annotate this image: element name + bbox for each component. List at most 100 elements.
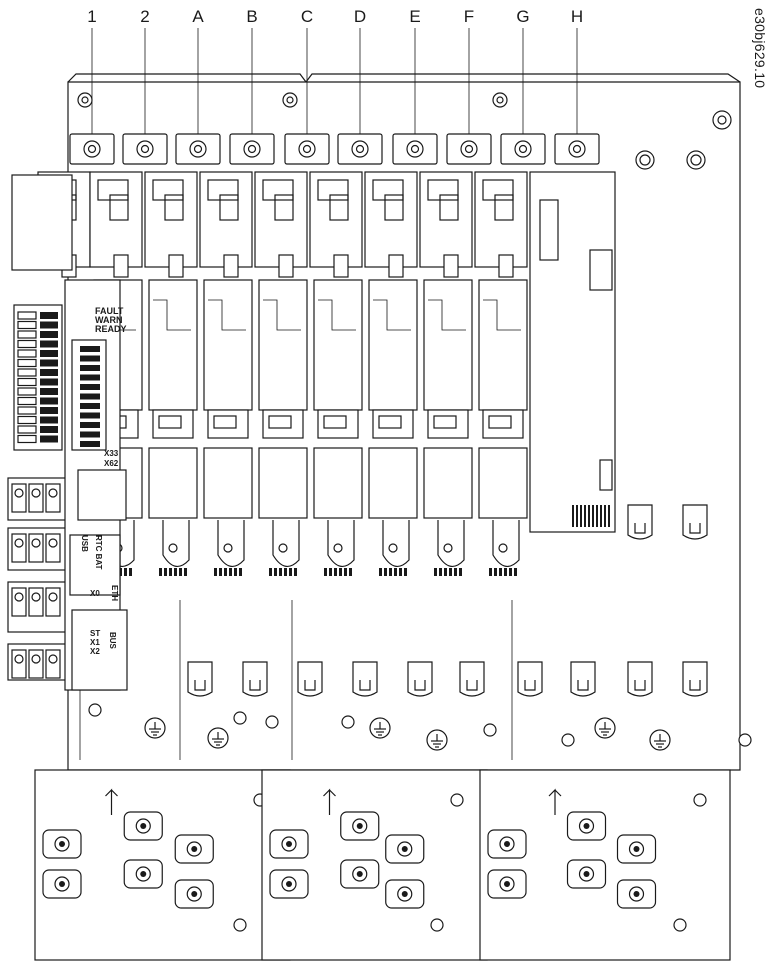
- clamp: [297, 661, 323, 697]
- option-module: [254, 171, 308, 576]
- slot-label-1: 1: [87, 7, 96, 26]
- screw-head: [140, 144, 150, 154]
- clamp-slot: [304, 680, 316, 691]
- arrow-up-icon: [548, 788, 562, 815]
- arrow-up-icon: [323, 788, 336, 815]
- control-terminal: [80, 384, 100, 390]
- terminal-screw: [40, 340, 58, 348]
- screw-head: [410, 144, 420, 154]
- ground-icon: [649, 729, 671, 751]
- slot-label-b: B: [246, 7, 257, 26]
- control-terminal: [80, 403, 100, 409]
- control-terminal: [80, 346, 100, 352]
- ground-icon: [594, 717, 616, 739]
- screw-head: [518, 144, 528, 154]
- terminal-screw: [40, 321, 58, 329]
- option-module: [199, 171, 253, 576]
- option-module: [474, 171, 528, 576]
- plug-connector: [45, 483, 61, 513]
- screw-head: [355, 144, 365, 154]
- mounting-hole: [341, 715, 355, 729]
- plug-screw: [48, 654, 58, 664]
- option-slot-screws: [69, 133, 600, 165]
- x0-label: X0: [90, 589, 100, 598]
- plug-screw: [14, 488, 24, 498]
- clamp-screw-head: [583, 871, 590, 877]
- clamp-slot: [634, 523, 646, 534]
- screw: [298, 140, 316, 158]
- x33-label: X33: [104, 449, 119, 458]
- plug-screw: [14, 592, 24, 602]
- plug-connector: [28, 533, 44, 563]
- terminal: [17, 368, 37, 377]
- led-warn-label: WARN: [95, 315, 123, 325]
- screw: [351, 140, 369, 158]
- clamp-screw-head: [356, 871, 363, 877]
- screw-head: [87, 144, 97, 154]
- clamp-slot: [634, 680, 646, 691]
- eth-label: ETH: [110, 585, 119, 601]
- clamp-slot: [689, 680, 701, 691]
- control-terminal: [80, 441, 100, 447]
- terminal-screw: [40, 378, 58, 386]
- clamp-screw-head: [191, 891, 198, 897]
- terminal: [17, 320, 37, 330]
- terminal-screw: [40, 312, 58, 319]
- arrow-up-icon: [105, 788, 118, 815]
- clamp-slot: [689, 523, 701, 534]
- control-terminal: [80, 355, 100, 362]
- terminal: [17, 387, 37, 396]
- terminal: [17, 330, 37, 339]
- rtc-bat-label: RTC BAT: [94, 535, 103, 570]
- option-module: [309, 171, 363, 576]
- ground-icon: [426, 729, 448, 751]
- plug-screw: [31, 654, 41, 664]
- clamp: [242, 661, 268, 697]
- terminal: [17, 425, 37, 434]
- screw: [514, 140, 532, 158]
- ground-icon: [207, 727, 229, 749]
- mounting-hole: [483, 723, 497, 737]
- x62-label: X62: [104, 459, 119, 468]
- mounting-hole: [450, 793, 464, 807]
- clamp-screw-head: [401, 846, 408, 852]
- terminal-screw: [40, 435, 58, 443]
- x2-label: X2: [90, 647, 100, 656]
- plug-screw: [48, 488, 58, 498]
- screw-head: [302, 144, 312, 154]
- clamp-screw-head: [633, 846, 640, 852]
- terminal: [17, 434, 37, 444]
- plug-screw: [14, 538, 24, 548]
- option-module: [364, 171, 418, 576]
- clamp-screw-head: [191, 846, 198, 852]
- screw: [460, 140, 478, 158]
- clamp: [517, 661, 543, 697]
- plug-connector: [28, 649, 44, 679]
- control-terminal: [80, 431, 100, 438]
- control-board: FAULT WARN READY X33 X62 USB RTC BAT X0 …: [64, 279, 128, 691]
- clamp-screw-head: [59, 881, 65, 887]
- terminal: [17, 415, 37, 425]
- left-terminal-block: [7, 174, 73, 681]
- terminal-screw: [40, 407, 58, 414]
- control-terminal: [80, 412, 100, 419]
- clamp: [570, 661, 596, 697]
- slot-label-a: A: [192, 7, 204, 26]
- clamp-screw-head: [59, 841, 65, 847]
- plug-connector: [28, 483, 44, 513]
- st-label: ST: [90, 629, 100, 638]
- plug-screw: [48, 592, 58, 602]
- terminal-screw: [40, 359, 58, 367]
- emc-bracket: [261, 769, 488, 961]
- clamp: [627, 661, 653, 697]
- clamp-screw-head: [504, 841, 510, 847]
- screw: [243, 140, 261, 158]
- control-terminal: [80, 422, 100, 428]
- terminal: [17, 311, 37, 320]
- mounting-hole: [673, 918, 687, 932]
- mounting-hole: [233, 918, 247, 932]
- mounting-hole: [88, 703, 102, 717]
- power-module-housing: [529, 171, 616, 533]
- control-terminal: [80, 374, 100, 381]
